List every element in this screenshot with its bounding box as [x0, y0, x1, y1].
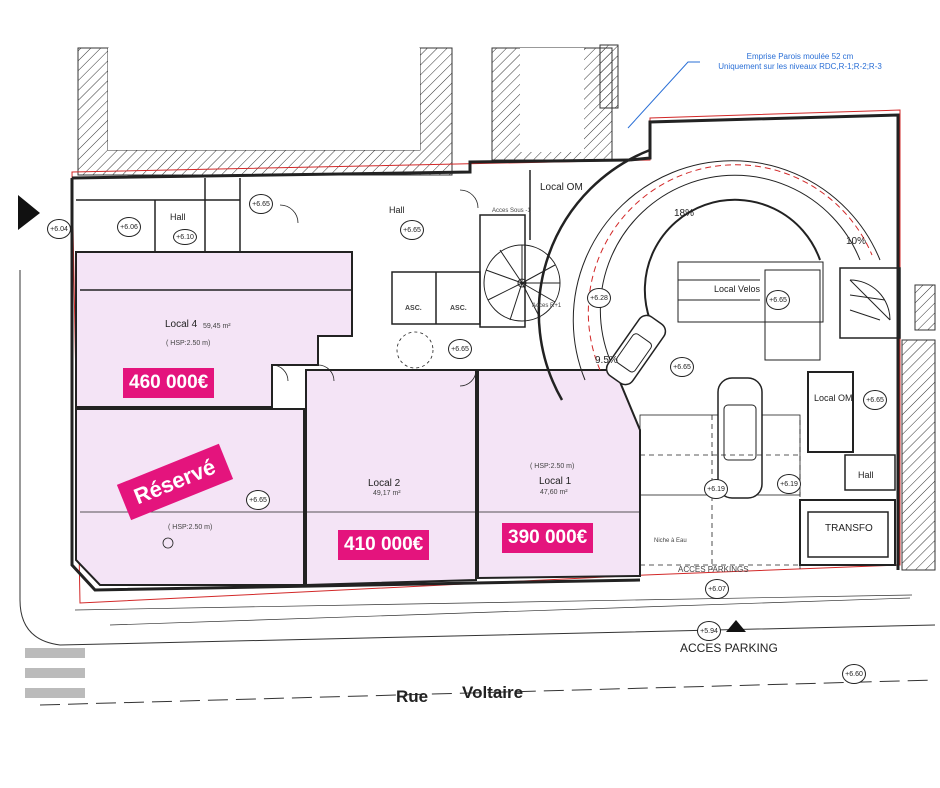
- paroi-note-line2: Uniquement sur les niveaux RDC,R-1;R-2;R…: [718, 62, 882, 71]
- parking-markings: [640, 415, 900, 570]
- local-3-shape: [75, 408, 305, 586]
- hall-right-label: Hall: [858, 470, 874, 480]
- level-marker: +6.60: [842, 664, 866, 684]
- street-lines: [19, 270, 936, 706]
- corner-staircase: [849, 279, 891, 321]
- price-local-1: 390 000€: [502, 523, 594, 553]
- level-marker: +6.28: [587, 288, 611, 308]
- transfo-label: TRANSFO: [825, 523, 873, 534]
- level-marker: +6.65: [863, 390, 887, 410]
- car-1: [605, 314, 667, 386]
- asc-2-label: ASC.: [450, 305, 467, 312]
- level-marker: +6.04: [47, 219, 71, 239]
- price-local-2: 410 000€: [338, 530, 430, 560]
- parking-access-arrow: [726, 620, 746, 632]
- level-marker: +6.07: [705, 579, 729, 599]
- ramp-slope-18: 18%: [674, 208, 695, 219]
- ramp-slope-9-5: 9.5%: [595, 355, 618, 366]
- asc-1-label: ASC.: [405, 305, 422, 312]
- local-om-top-label: Local OM: [540, 182, 583, 193]
- note-leader: [627, 61, 700, 129]
- neighbor-buildings: [77, 44, 936, 571]
- level-marker: +6.65: [249, 194, 273, 214]
- local-1-name: Local 1: [539, 476, 572, 487]
- local-2-name: Local 2: [368, 478, 401, 489]
- level-marker: +6.19: [704, 479, 728, 499]
- niche-eau-label: Niche à Eau: [654, 538, 687, 544]
- hall-left-label: Hall: [170, 212, 186, 222]
- level-marker: +6.19: [777, 474, 801, 494]
- level-marker: +6.10: [173, 229, 197, 245]
- local-1-area: 47,60 m²: [540, 489, 568, 496]
- paroi-note-line1: Emprise Parois moulée 52 cm: [746, 52, 854, 61]
- local-4-name: Local 4: [165, 319, 198, 330]
- acces-parkings-label: ACCES PARKINGS: [678, 565, 749, 574]
- level-marker: +6.06: [117, 217, 141, 237]
- level-marker: +6.65: [448, 339, 472, 359]
- hall-main-label: Hall: [389, 205, 405, 215]
- local-om-right-label: Local OM: [814, 393, 853, 403]
- local-4-hsp: ( HSP:2.50 m): [166, 340, 211, 347]
- ramp-slope-10: 10%: [846, 236, 867, 247]
- level-marker: +6.65: [766, 290, 790, 310]
- paroi-note: Emprise Parois moulée 52 cm Uniquement s…: [700, 52, 900, 72]
- legend-stubs: [25, 648, 85, 698]
- acces-sous-sol-label: Acces Sous -1: [492, 208, 531, 214]
- local-2-area: 49,17 m²: [373, 490, 401, 497]
- street-name-rue: Rue: [396, 687, 429, 706]
- level-marker: +5.94: [697, 621, 721, 641]
- car-2: [717, 377, 763, 499]
- parking-ramp: [537, 148, 881, 401]
- level-marker: +6.65: [400, 220, 424, 240]
- acces-parking-label: ACCES PARKING: [680, 641, 778, 655]
- outer-walls: [70, 113, 900, 592]
- level-marker: +6.65: [670, 357, 694, 377]
- price-local-4: 460 000€: [123, 368, 215, 398]
- level-marker: +6.65: [246, 490, 270, 510]
- local-1-hsp: ( HSP:2.50 m): [530, 463, 575, 470]
- door-swings: [162, 189, 479, 549]
- local-3-hsp: ( HSP:2.50 m): [168, 524, 213, 531]
- bike-storage: [677, 261, 824, 361]
- local-velos-label: Local Velos: [714, 284, 761, 294]
- entrance-marker: [18, 195, 40, 230]
- local-4-area: 59,45 m²: [203, 323, 231, 330]
- street-name-voltaire: Voltaire: [462, 683, 524, 702]
- acces-r1-label: Acces R+1: [532, 303, 562, 309]
